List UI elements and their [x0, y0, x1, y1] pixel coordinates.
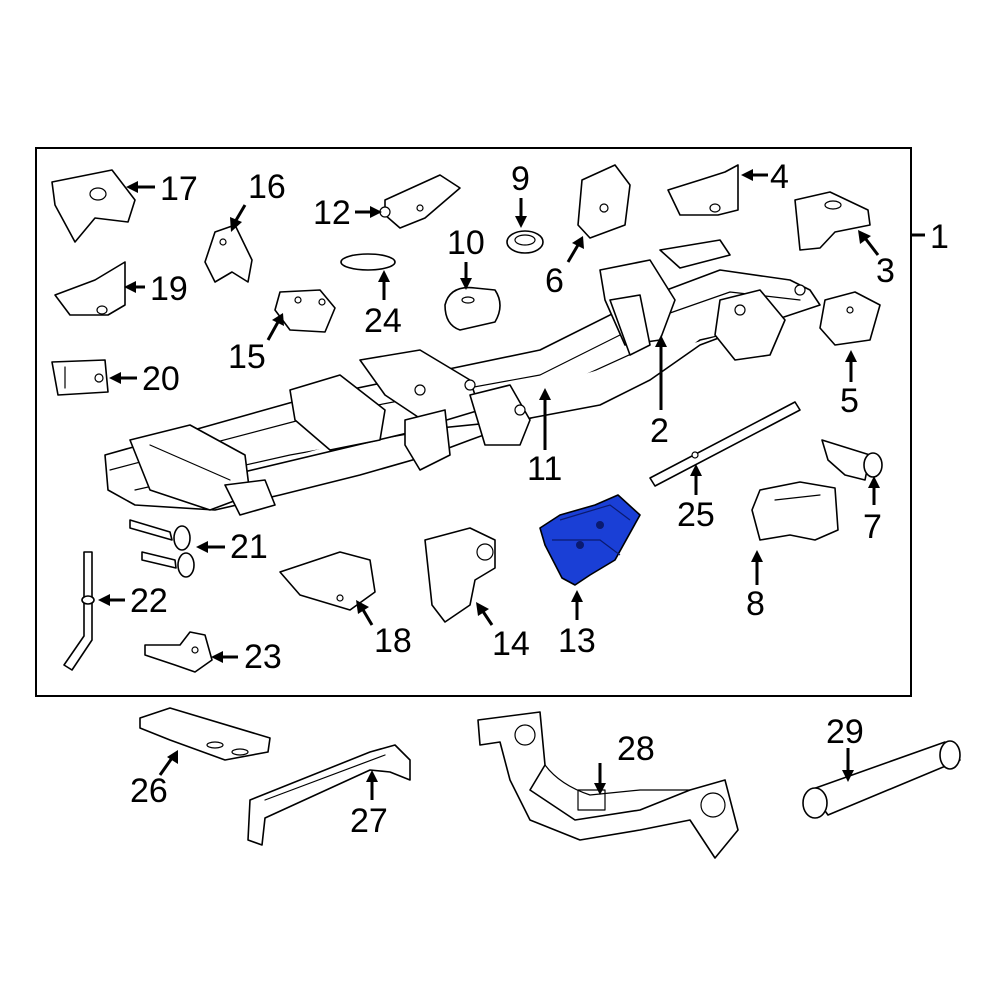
frame-group-box	[35, 147, 912, 697]
part-19-mount[interactable]	[54, 261, 126, 316]
callout-24: 24	[364, 302, 402, 340]
callout-10: 10	[447, 224, 485, 262]
part-29-shaft[interactable]	[802, 740, 961, 819]
callout-14: 14	[492, 625, 530, 663]
callout-4: 4	[770, 158, 789, 196]
part-28-transmission-crossmember[interactable]	[477, 711, 739, 859]
part-1-frame-assembly[interactable]	[104, 239, 821, 516]
callout-25: 25	[677, 496, 715, 534]
part-15-bracket[interactable]	[274, 289, 336, 333]
callout-23: 23	[244, 638, 282, 676]
callout-1: 1	[930, 218, 949, 256]
callout-17: 17	[160, 170, 198, 208]
part-6-bracket[interactable]	[577, 164, 631, 239]
callout-27: 27	[350, 802, 388, 840]
part-17-bracket[interactable]	[51, 169, 136, 243]
part-13-highlighted-bracket[interactable]	[539, 494, 641, 586]
callout-26: 26	[130, 772, 168, 810]
callout-2: 2	[650, 412, 669, 450]
callout-18: 18	[374, 622, 412, 660]
callout-3: 3	[876, 252, 895, 290]
part-3-bracket[interactable]	[794, 191, 871, 251]
callout-9: 9	[511, 160, 530, 198]
callout-15: 15	[228, 338, 266, 376]
part-12-bracket[interactable]	[379, 174, 461, 229]
callout-13: 13	[558, 622, 596, 660]
callout-12: 12	[313, 194, 351, 232]
callout-arrows	[98, 169, 925, 800]
part-21-bolts[interactable]	[129, 519, 195, 578]
part-23-bracket-bolt[interactable]	[144, 631, 213, 673]
part-7-sleeve[interactable]	[821, 439, 883, 481]
part-8-bracket[interactable]	[751, 481, 839, 541]
part-25-brace-rod[interactable]	[649, 401, 801, 487]
callout-28: 28	[617, 730, 655, 768]
callout-21: 21	[230, 528, 268, 566]
part-27-crossmember[interactable]	[247, 744, 411, 846]
callout-6: 6	[545, 262, 564, 300]
callout-19: 19	[150, 270, 188, 308]
part-22-pipe[interactable]	[63, 551, 95, 671]
callout-11: 11	[527, 450, 562, 488]
part-5-bracket[interactable]	[819, 291, 881, 346]
part-16-bracket[interactable]	[204, 224, 253, 283]
callout-20: 20	[142, 360, 180, 398]
callout-8: 8	[746, 585, 765, 623]
callout-16: 16	[248, 168, 286, 206]
callout-22: 22	[130, 582, 168, 620]
part-20-bracket[interactable]	[51, 359, 109, 396]
part-26-skid-plate[interactable]	[139, 707, 271, 761]
part-14-bracket[interactable]	[424, 527, 496, 623]
part-24-plug[interactable]	[340, 253, 396, 271]
part-18-bracket[interactable]	[279, 551, 376, 611]
callout-5: 5	[840, 382, 859, 420]
part-10-body-mount[interactable]	[444, 286, 501, 331]
callout-7: 7	[863, 508, 882, 546]
part-4-mount[interactable]	[667, 164, 739, 216]
callout-29: 29	[826, 713, 864, 751]
part-9-grommet[interactable]	[506, 230, 544, 254]
